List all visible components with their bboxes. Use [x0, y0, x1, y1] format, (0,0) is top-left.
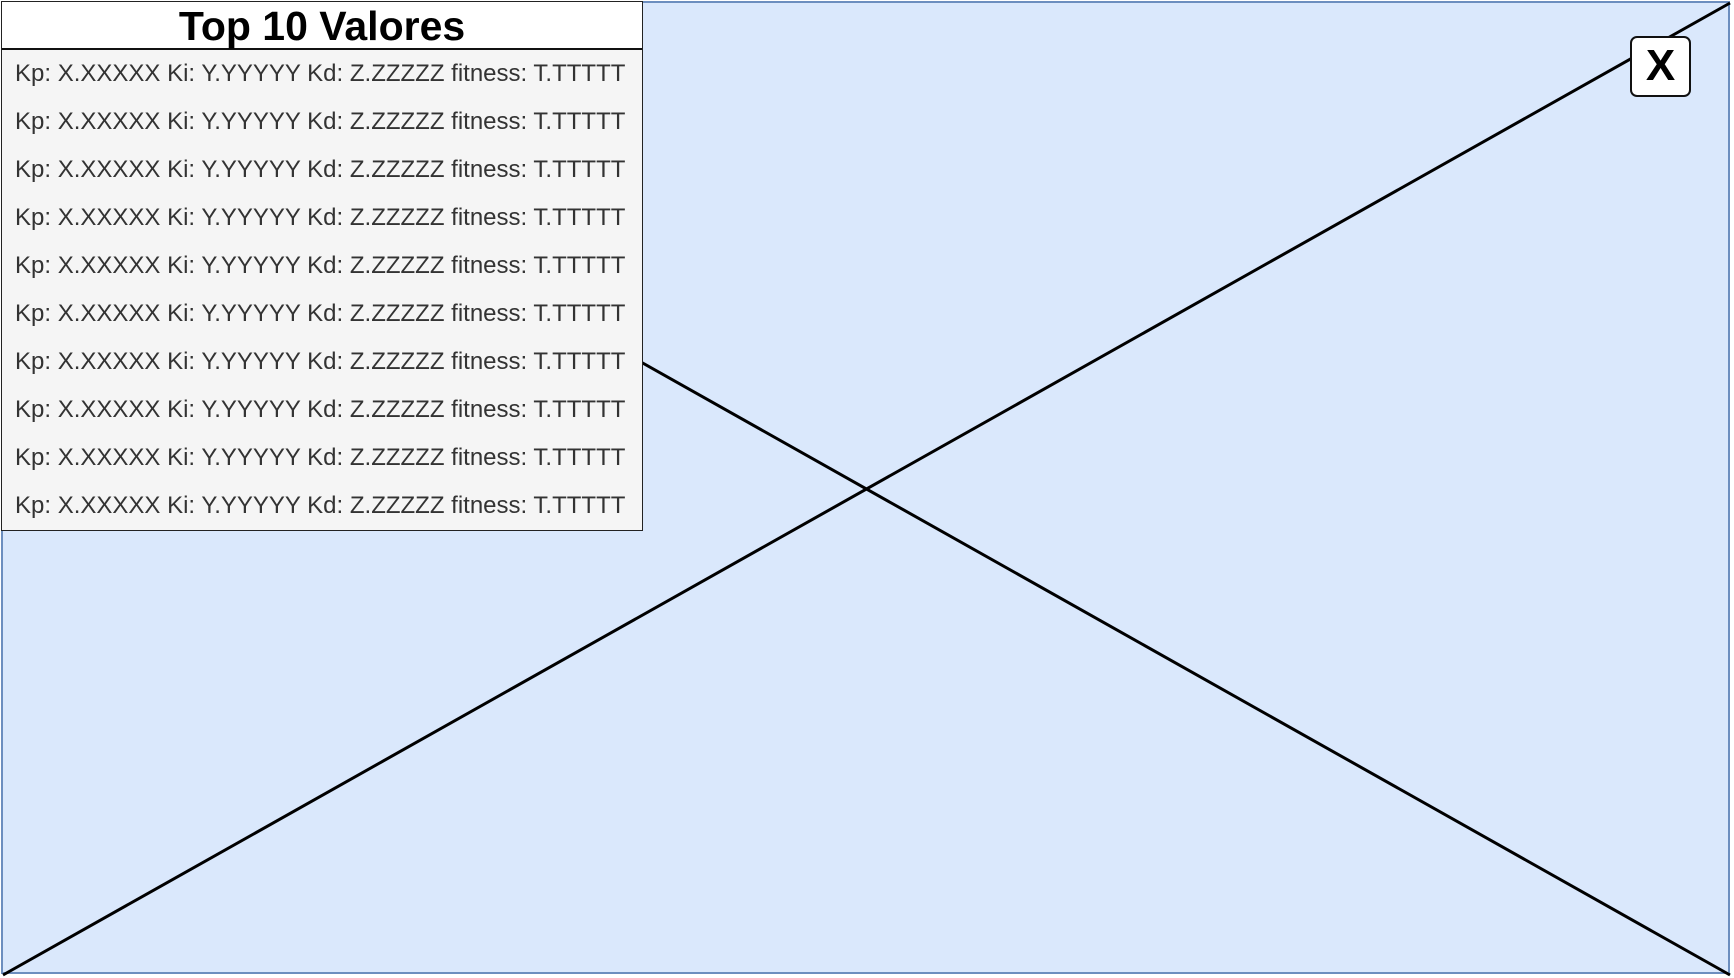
top-10-values-panel: Top 10 Valores Kp: X.XXXXX Ki: Y.YYYYY K…	[1, 1, 643, 531]
list-item: Kp: X.XXXXX Ki: Y.YYYYY Kd: Z.ZZZZZ fitn…	[15, 492, 626, 519]
list-item: Kp: X.XXXXX Ki: Y.YYYYY Kd: Z.ZZZZZ fitn…	[15, 156, 626, 183]
list-item: Kp: X.XXXXX Ki: Y.YYYYY Kd: Z.ZZZZZ fitn…	[15, 60, 626, 87]
list-item: Kp: X.XXXXX Ki: Y.YYYYY Kd: Z.ZZZZZ fitn…	[15, 108, 626, 135]
list-item: Kp: X.XXXXX Ki: Y.YYYYY Kd: Z.ZZZZZ fitn…	[15, 444, 626, 471]
panel-title: Top 10 Valores	[2, 2, 642, 50]
close-button[interactable]: X	[1630, 36, 1691, 97]
list-item: Kp: X.XXXXX Ki: Y.YYYYY Kd: Z.ZZZZZ fitn…	[15, 348, 626, 375]
list-item: Kp: X.XXXXX Ki: Y.YYYYY Kd: Z.ZZZZZ fitn…	[15, 396, 626, 423]
list-item: Kp: X.XXXXX Ki: Y.YYYYY Kd: Z.ZZZZZ fitn…	[15, 300, 626, 327]
close-icon: X	[1645, 41, 1676, 90]
values-list: Kp: X.XXXXX Ki: Y.YYYYY Kd: Z.ZZZZZ fitn…	[2, 50, 642, 530]
list-item: Kp: X.XXXXX Ki: Y.YYYYY Kd: Z.ZZZZZ fitn…	[15, 204, 626, 231]
list-item: Kp: X.XXXXX Ki: Y.YYYYY Kd: Z.ZZZZZ fitn…	[15, 252, 626, 279]
